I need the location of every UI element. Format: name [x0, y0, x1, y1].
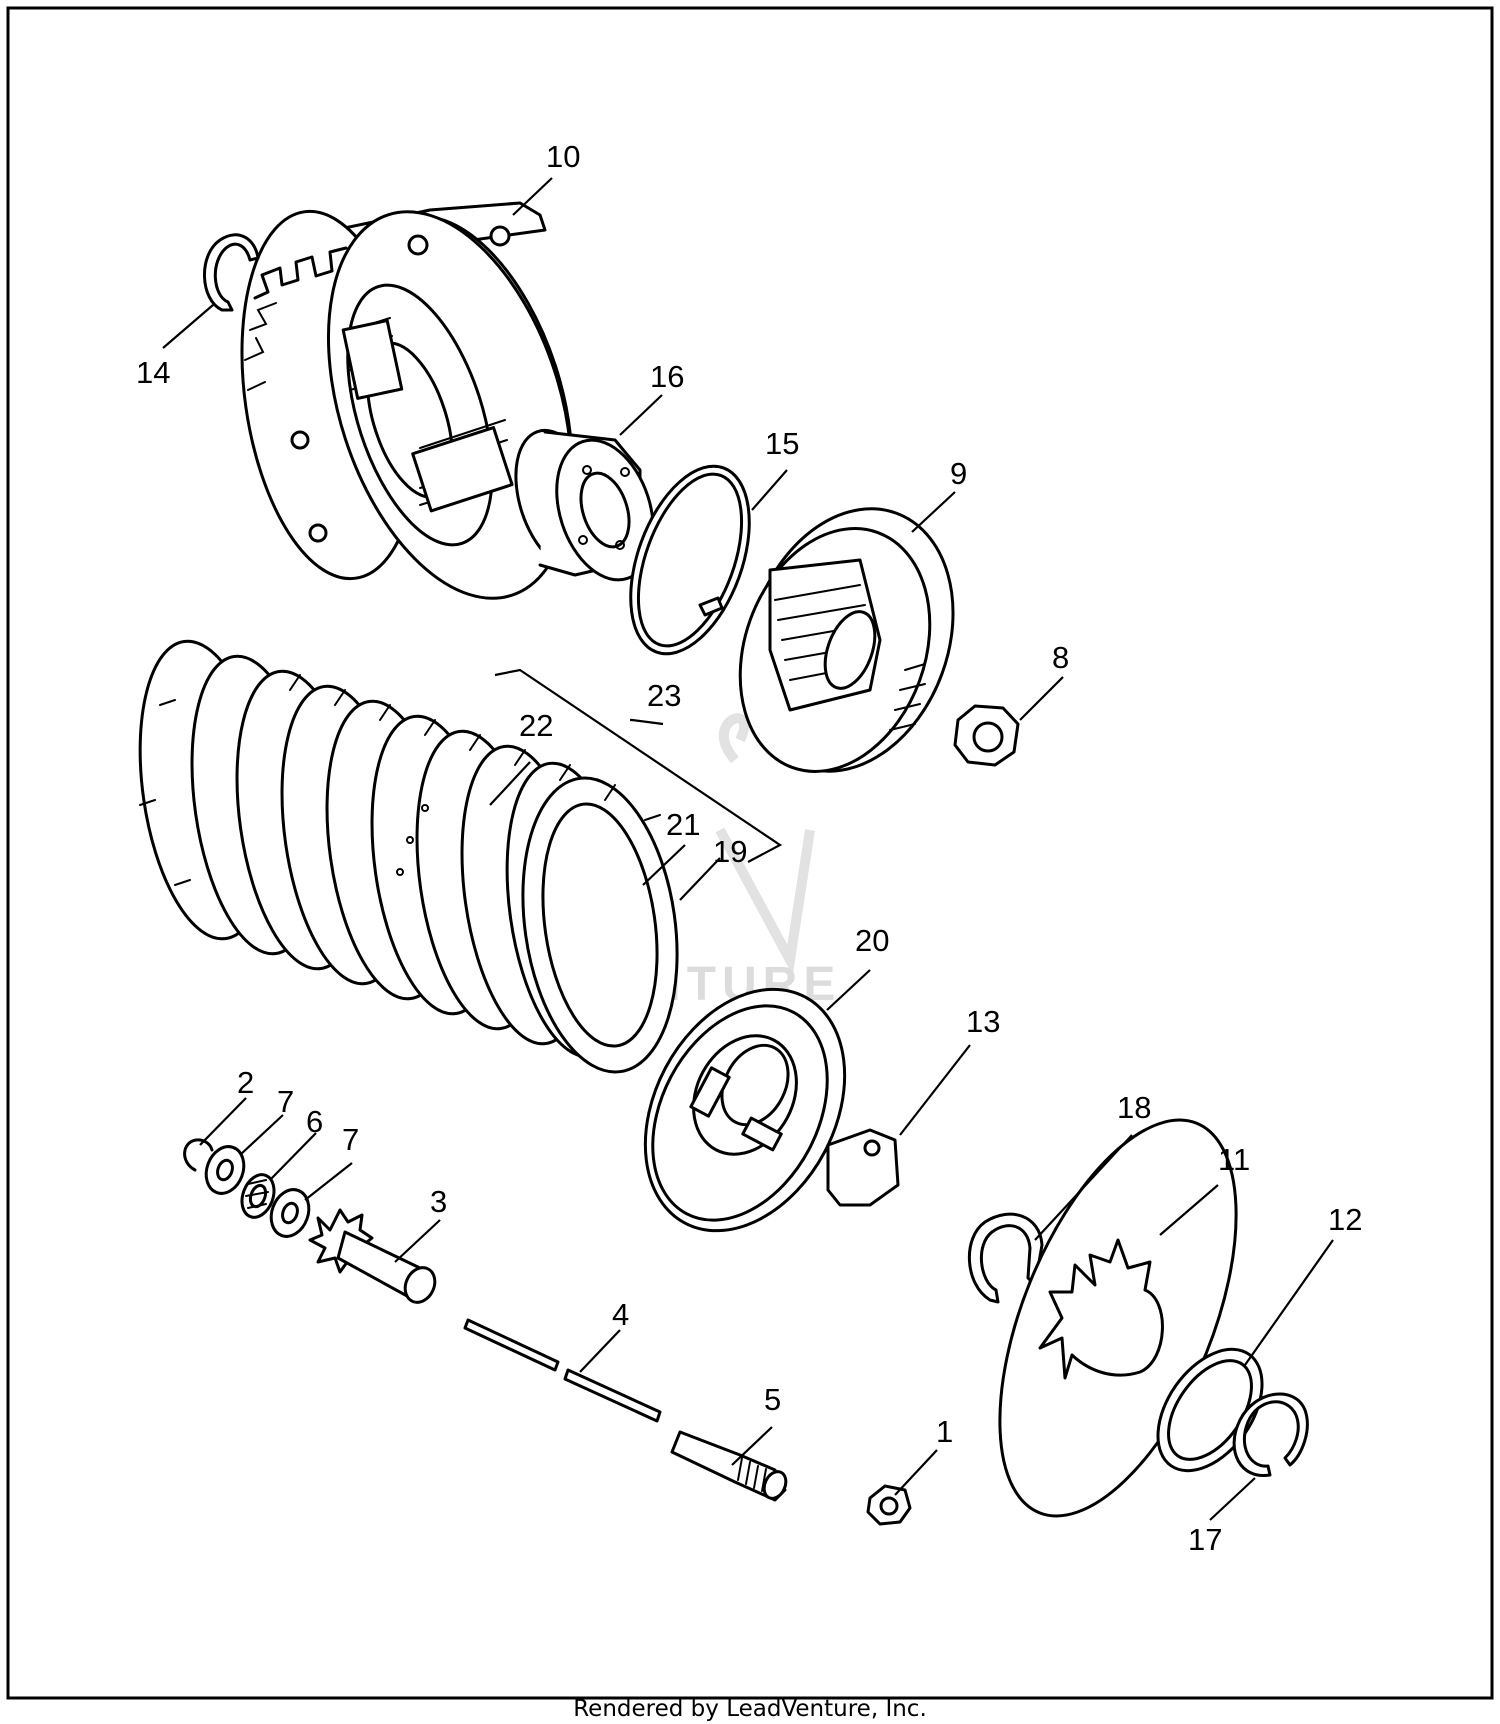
callout-7-lower: 7 — [342, 1122, 359, 1157]
callout-3: 3 — [430, 1184, 447, 1219]
callout-11: 11 — [1218, 1142, 1250, 1177]
nut-part-8 — [953, 704, 1020, 767]
callout-12: 12 — [1328, 1202, 1362, 1237]
callout-23: 23 — [647, 678, 681, 713]
callout-17: 17 — [1188, 1522, 1222, 1557]
snap-ring-part-15 — [629, 464, 751, 656]
callout-4: 4 — [612, 1297, 629, 1332]
push-rods-part-4 — [463, 1318, 662, 1423]
snap-ring-part-17 — [1232, 1392, 1309, 1477]
callout-labels: 10 14 16 15 9 8 23 22 21 19 20 13 2 7 6 … — [136, 139, 1362, 1557]
callout-10: 10 — [546, 139, 580, 174]
callout-7-upper: 7 — [277, 1084, 294, 1119]
pressure-plate-part-20 — [643, 987, 847, 1233]
release-shaft-part-3 — [308, 1208, 437, 1304]
bearing-part-16 — [514, 428, 655, 582]
clutch-plate-pack — [138, 639, 679, 1074]
callout-16: 16 — [650, 359, 684, 394]
diagram-frame — [6, 6, 1494, 1700]
callout-8: 8 — [1052, 640, 1069, 675]
jam-nut-part-1 — [866, 1484, 912, 1526]
retaining-ring-part-14 — [203, 233, 260, 312]
clutch-shell-part-10 — [240, 201, 574, 600]
footer-credit: Rendered by LeadVenture, Inc. — [573, 1696, 927, 1722]
callout-14: 14 — [136, 355, 170, 390]
callout-13: 13 — [966, 1004, 1000, 1039]
ring-part-12 — [1156, 1347, 1264, 1473]
lockplate-part-13 — [826, 1128, 900, 1207]
callout-21: 21 — [666, 807, 700, 842]
adjusting-screw-part-5 — [670, 1430, 788, 1502]
clutch-hub-part-9 — [738, 507, 955, 773]
callout-22: 22 — [519, 708, 553, 743]
callout-2: 2 — [237, 1065, 254, 1100]
callout-9: 9 — [950, 456, 967, 491]
callout-6: 6 — [306, 1104, 323, 1139]
leader-lines — [162, 177, 1334, 1521]
small-hardware-parts — [183, 1138, 311, 1238]
callout-15: 15 — [765, 426, 799, 461]
callout-18: 18 — [1117, 1090, 1151, 1125]
callout-1: 1 — [936, 1414, 953, 1449]
callout-5: 5 — [764, 1382, 781, 1417]
callout-20: 20 — [855, 923, 889, 958]
callout-19: 19 — [713, 834, 747, 869]
